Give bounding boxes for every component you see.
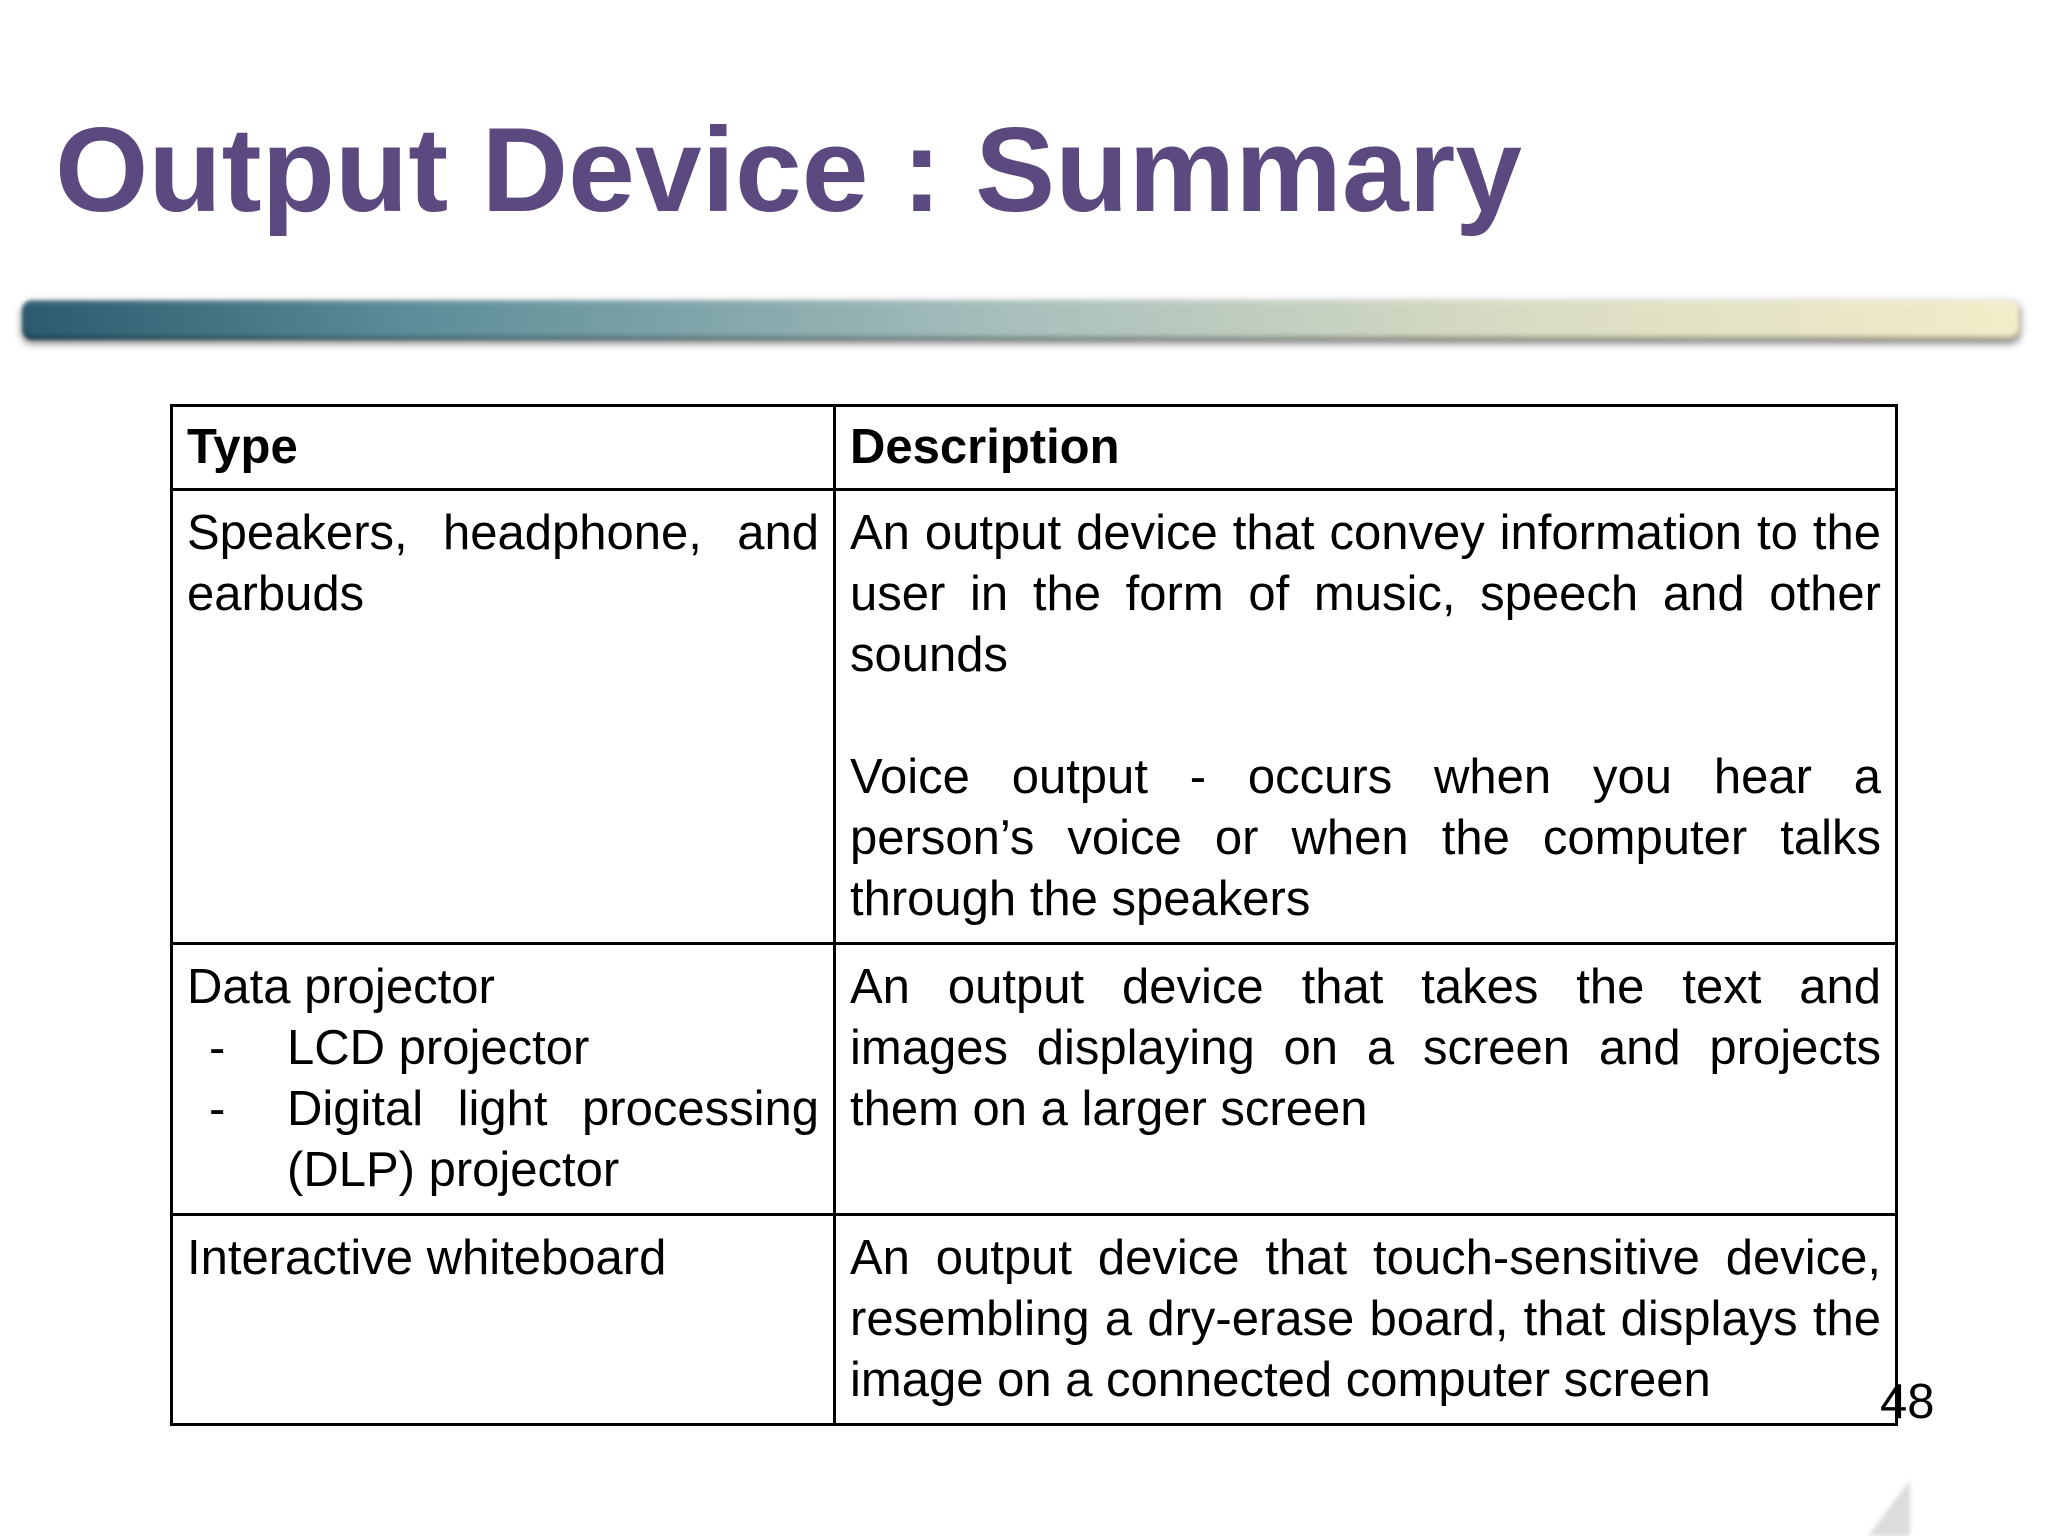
column-header-type: Type [170, 404, 836, 491]
table-row: Speakers, headphone, and earbuds An outp… [170, 488, 1898, 945]
description-text: An output device that convey information… [850, 506, 1881, 682]
corner-decoration [1868, 1480, 1910, 1536]
table-row: Data projector - LCD projector - Digital… [170, 942, 1898, 1216]
table-header-row: Type Description [170, 404, 1898, 491]
type-cell: Interactive whiteboard [170, 1213, 836, 1426]
description-text: Voice output - occurs when you hear a pe… [850, 750, 1881, 926]
table-row: Interactive whiteboard An output device … [170, 1213, 1898, 1426]
dash-bullet: - [209, 1021, 226, 1075]
title-underline-bar [22, 300, 2020, 340]
description-cell: An output device that touch-sensitive de… [833, 1213, 1898, 1426]
list-item: - Digital light processing (DLP) project… [187, 1079, 819, 1201]
dash-bullet: - [209, 1082, 226, 1136]
type-text: Speakers, headphone, and earbuds [187, 506, 819, 621]
description-text: An output device that takes the text and… [850, 960, 1881, 1136]
column-header-description: Description [833, 404, 1898, 491]
list-item-text: LCD projector [287, 1021, 590, 1075]
description-cell: An output device that takes the text and… [833, 942, 1898, 1216]
type-sub-list: - LCD projector - Digital light processi… [187, 1018, 819, 1201]
list-item: - LCD projector [187, 1018, 819, 1079]
description-text: An output device that touch-sensitive de… [850, 1231, 1881, 1407]
type-text: Data projector [187, 960, 495, 1014]
description-cell: An output device that convey information… [833, 488, 1898, 945]
list-item-text: Digital light processing (DLP) projector [287, 1082, 819, 1197]
type-text: Interactive whiteboard [187, 1231, 667, 1285]
summary-table: Type Description Speakers, headphone, an… [170, 404, 1898, 1426]
slide-title: Output Device : Summary [55, 103, 1523, 237]
type-cell: Data projector - LCD projector - Digital… [170, 942, 836, 1216]
type-cell: Speakers, headphone, and earbuds [170, 488, 836, 945]
page-number: 48 [1880, 1375, 1935, 1429]
